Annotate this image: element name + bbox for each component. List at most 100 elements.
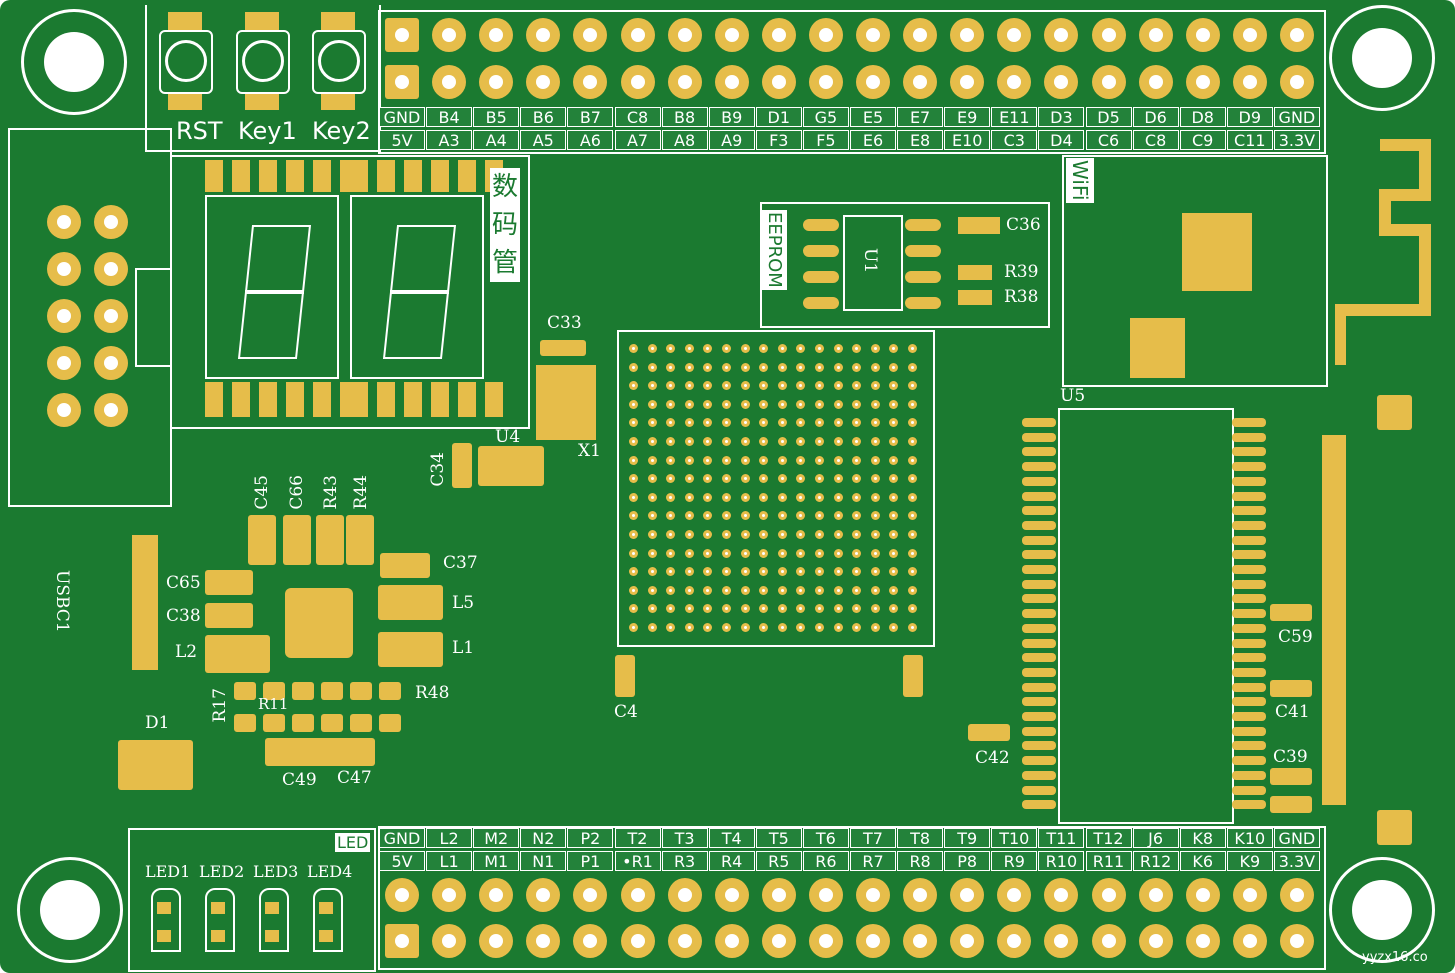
header-pin xyxy=(385,65,419,99)
component-pad xyxy=(350,682,372,700)
header-pin xyxy=(573,878,608,912)
segment-pad xyxy=(286,382,304,417)
header-top-label: F5 xyxy=(802,130,849,150)
watermark: yyzx16.co xyxy=(1362,950,1428,965)
bga-ball xyxy=(722,344,731,353)
bga-ball xyxy=(647,492,657,502)
bga-ball xyxy=(647,474,657,484)
bga-ball xyxy=(684,418,694,428)
bga-ball xyxy=(722,492,731,502)
bga-ball xyxy=(703,418,713,428)
component-pad xyxy=(903,655,923,697)
header-bottom-label: T4 xyxy=(708,828,755,848)
header-pin xyxy=(903,65,938,99)
led-pad xyxy=(319,902,333,914)
header-pin xyxy=(903,924,938,958)
sdram-pin xyxy=(1022,800,1056,810)
sdram-pin xyxy=(1022,579,1056,589)
bga-ball xyxy=(796,474,806,484)
bga-ball xyxy=(852,511,862,521)
bga-ball xyxy=(647,585,657,595)
bga-ball xyxy=(870,381,880,391)
bga-ball xyxy=(740,511,750,521)
bga-ball xyxy=(889,362,899,372)
bga-ball xyxy=(647,567,657,577)
bga-ball xyxy=(629,548,638,558)
button-circle xyxy=(242,40,284,82)
connector-pin xyxy=(94,252,128,286)
eeprom-pad xyxy=(905,245,941,257)
bga-ball xyxy=(684,567,694,577)
header-top-label: 3.3V xyxy=(1273,130,1320,150)
bga-ball xyxy=(852,474,862,484)
header-pin xyxy=(1044,18,1079,52)
header-bottom-label: GND xyxy=(379,828,425,848)
header-pin xyxy=(761,65,796,99)
component-pad xyxy=(321,714,343,732)
bga-ball xyxy=(796,585,806,595)
sdram-pin xyxy=(1022,432,1056,442)
component-pad xyxy=(380,553,430,578)
sdram-pin xyxy=(1022,447,1056,457)
header-bottom-label: T6 xyxy=(802,828,849,848)
mounting-hole xyxy=(1329,5,1435,111)
sdram-pin xyxy=(1022,667,1056,677)
header-top-label: C6 xyxy=(1085,130,1132,150)
component-pad xyxy=(118,740,193,790)
segment-pad xyxy=(205,160,223,192)
bga-ball xyxy=(815,623,824,632)
bga-ball xyxy=(759,548,769,558)
header-top-label: GND xyxy=(1273,107,1320,127)
bga-ball xyxy=(870,437,880,446)
button-circle xyxy=(318,40,360,82)
bga-ball xyxy=(684,344,694,353)
bga-ball xyxy=(666,455,676,465)
key1-button[interactable] xyxy=(236,30,290,94)
component-pad xyxy=(321,682,343,700)
bga-ball xyxy=(703,381,713,391)
bga-ball xyxy=(629,623,638,632)
header-pin xyxy=(385,18,419,52)
bga-ball xyxy=(833,437,843,446)
connector-pin xyxy=(94,393,128,427)
c49-label: C49 xyxy=(282,770,317,790)
bga-ball xyxy=(889,381,899,391)
bga-ball xyxy=(647,362,657,372)
component-pad xyxy=(292,682,314,700)
sdram-pin xyxy=(1022,756,1056,766)
header-top-label: A8 xyxy=(661,130,708,150)
header-pin xyxy=(620,65,655,99)
header-top-label: A4 xyxy=(473,130,520,150)
bga-ball xyxy=(777,455,787,465)
bga-ball xyxy=(722,585,731,595)
r44-label: R44 xyxy=(351,475,371,510)
sdram-pin xyxy=(1232,550,1266,560)
header-top-label: A3 xyxy=(426,130,473,150)
header-pin xyxy=(903,878,938,912)
bga-ball xyxy=(759,455,769,465)
l2-label: L2 xyxy=(175,642,198,662)
button-pad xyxy=(321,12,355,30)
component-pad xyxy=(350,714,372,732)
sdram-pin xyxy=(1022,594,1056,604)
key2-button[interactable] xyxy=(312,30,366,94)
bga-ball xyxy=(703,437,713,446)
header-bottom-label: K8 xyxy=(1179,828,1226,848)
led-pad xyxy=(211,930,225,942)
bga-ball xyxy=(777,399,787,409)
bga-ball xyxy=(666,492,676,502)
header-pin xyxy=(432,924,467,958)
bga-ball xyxy=(722,548,731,558)
header-top-label: D1 xyxy=(755,107,802,127)
bga-ball xyxy=(629,399,638,409)
header-pin xyxy=(667,18,702,52)
header-top-label: 5V xyxy=(379,130,425,150)
seven-segment-outline xyxy=(170,155,530,429)
bga-ball xyxy=(722,530,731,539)
bga-ball xyxy=(629,530,638,539)
sdram-pin xyxy=(1022,491,1056,501)
rst-button[interactable] xyxy=(159,30,213,94)
sdram-pin xyxy=(1232,638,1266,648)
bga-ball xyxy=(629,511,638,521)
component-pad xyxy=(265,738,375,766)
